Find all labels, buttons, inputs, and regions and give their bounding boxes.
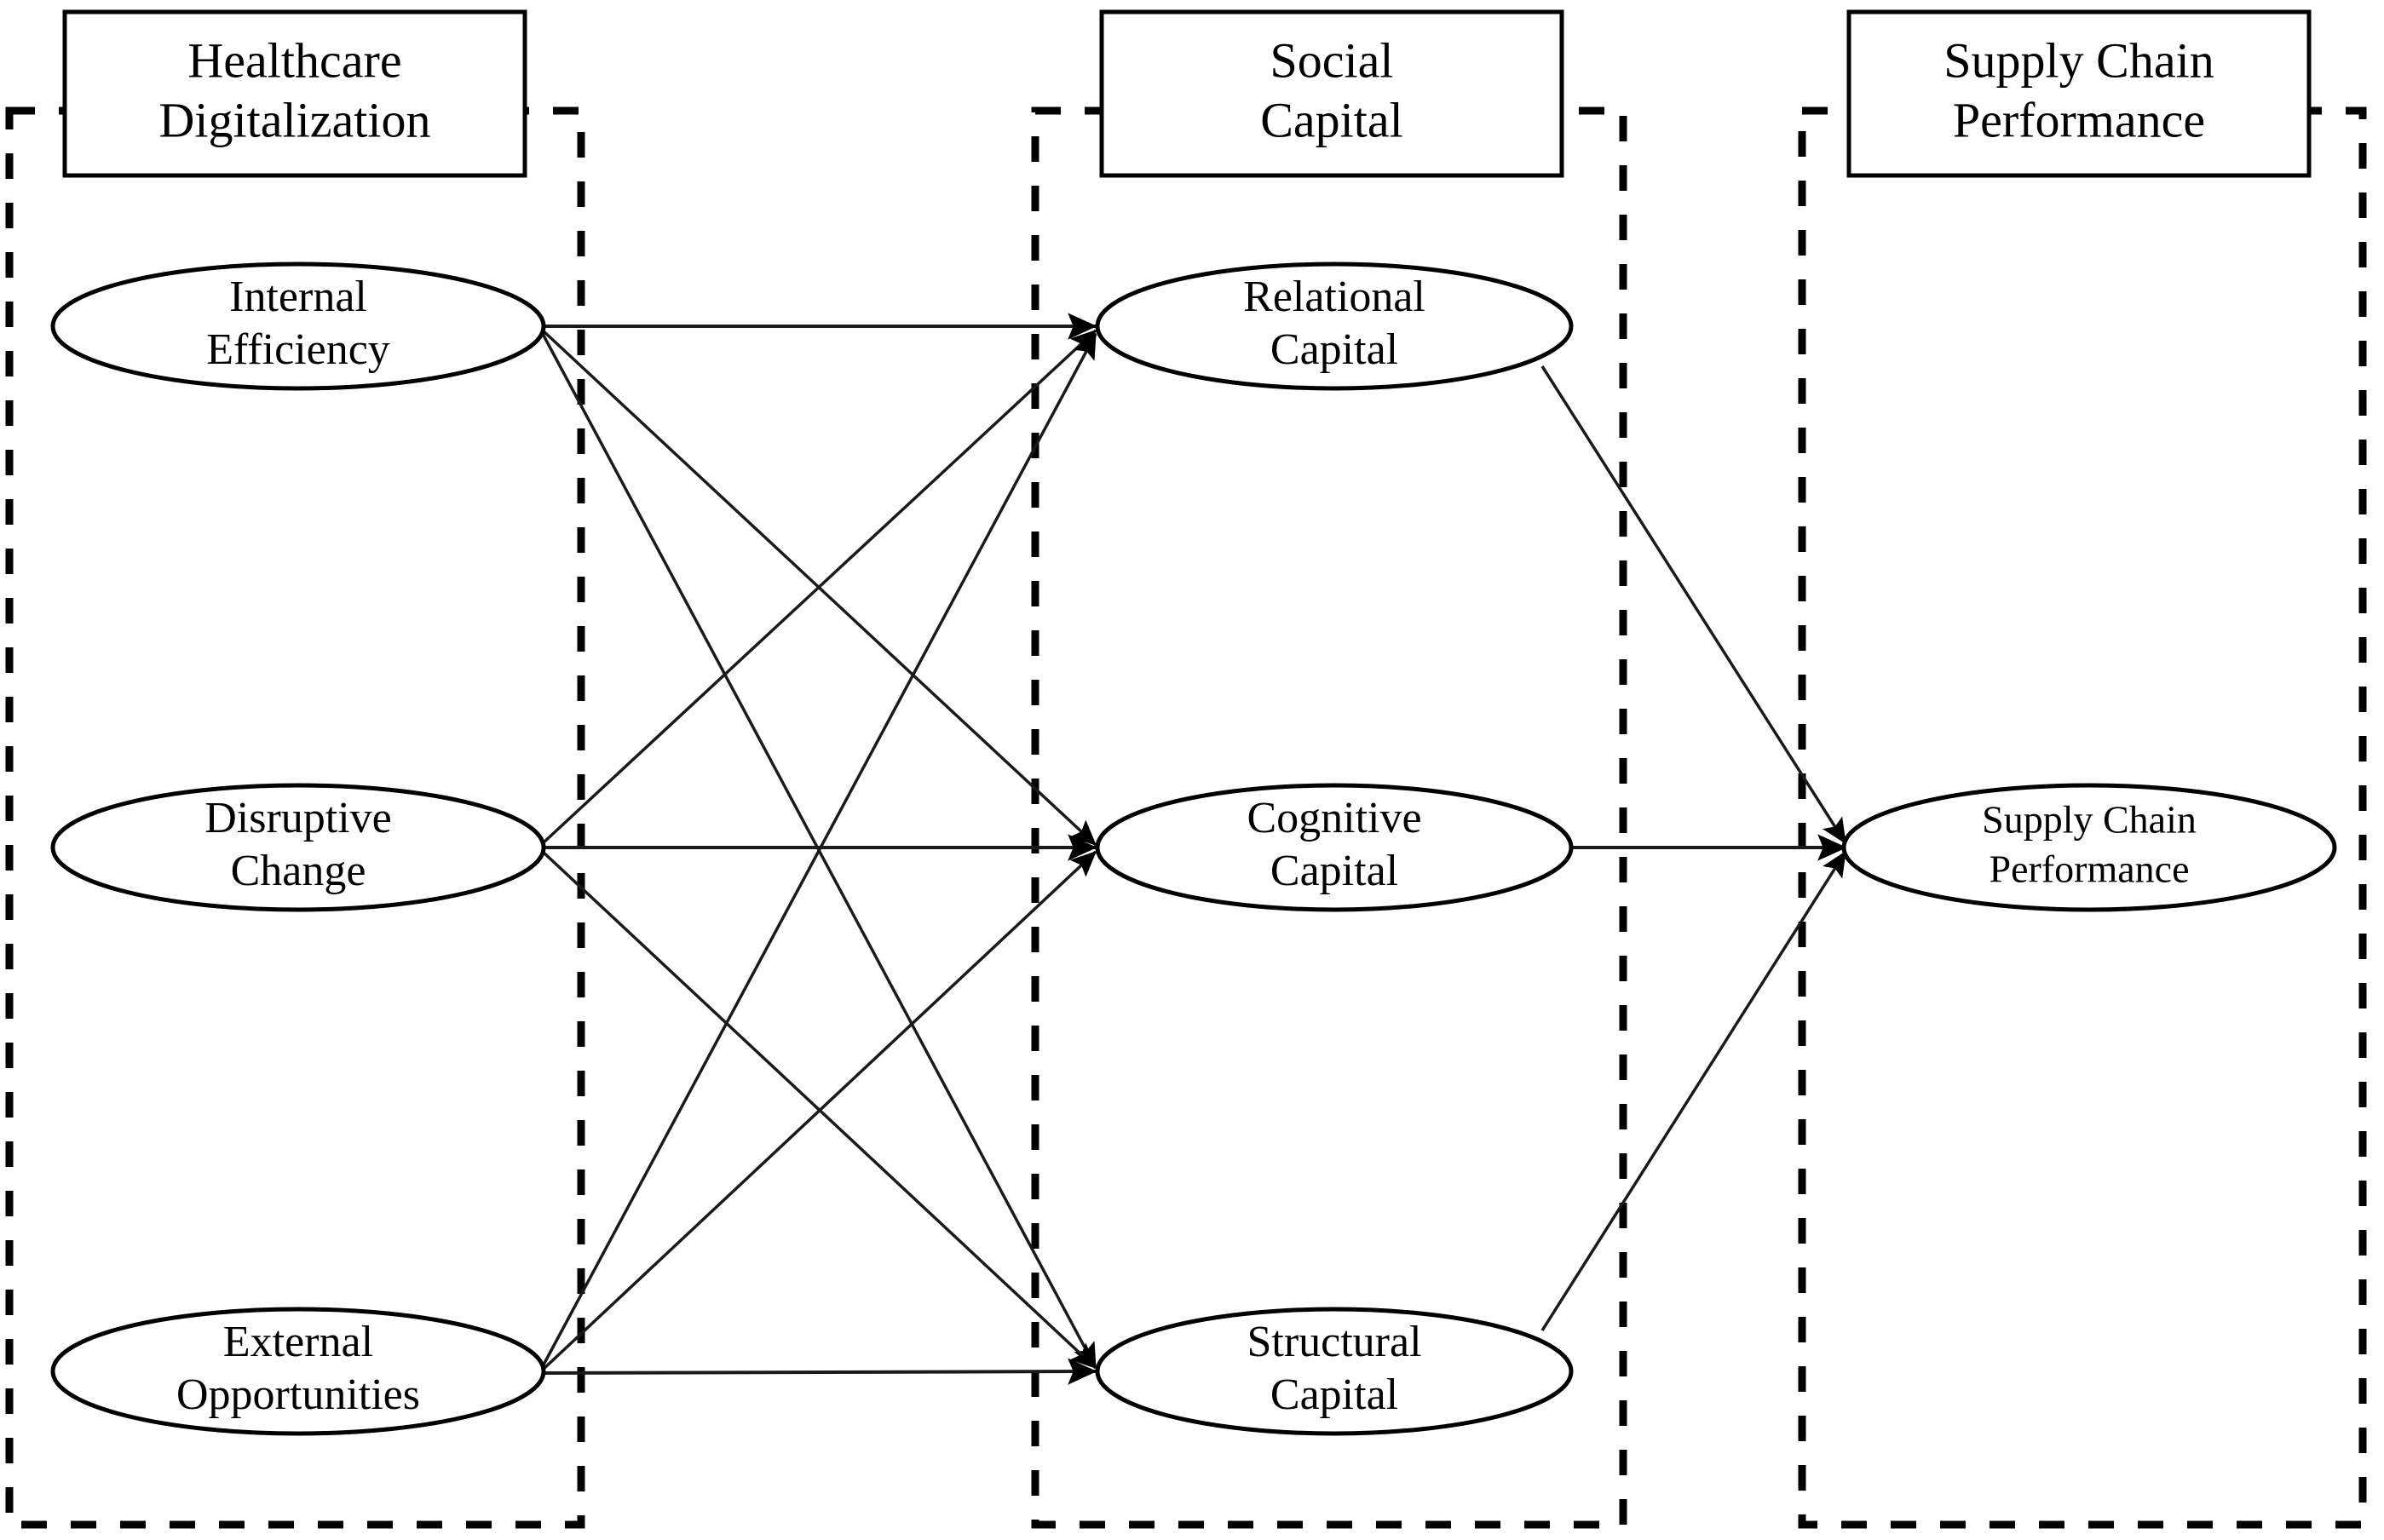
node-label-disruptive-change-line1: Disruptive <box>204 794 392 842</box>
group-header-social-capital: Social Capital <box>1099 9 1564 178</box>
node-external-opportunities[interactable]: External Opportunities <box>50 1307 546 1436</box>
node-label-supply-chain-performance-line2: Performance <box>1990 848 2190 891</box>
node-structural-capital[interactable]: Structural Capital <box>1095 1307 1574 1436</box>
header-label-social-capital-line2: Capital <box>1260 92 1403 147</box>
header-label-social-capital-line1: Social <box>1270 32 1394 88</box>
node-cognitive-capital[interactable]: Cognitive Capital <box>1095 783 1574 912</box>
node-label-internal-efficiency-line2: Efficiency <box>206 325 390 374</box>
node-label-structural-capital-line1: Structural <box>1247 1318 1421 1366</box>
header-label-healthcare-digitalization-line1: Healthcare <box>187 32 401 88</box>
group-header-supply-chain-performance: Supply Chain Performance <box>1846 9 2312 178</box>
header-box-supply-chain-performance <box>1846 9 2312 178</box>
nodes: Internal Efficiency Disruptive Change Ex… <box>50 261 2337 1436</box>
node-internal-efficiency[interactable]: Internal Efficiency <box>50 261 546 391</box>
group-header-healthcare-digitalization: Healthcare Digitalization <box>62 9 527 178</box>
header-box-healthcare-digitalization <box>62 9 527 178</box>
edge-disruptive-change-to-relational-capital <box>541 329 1097 845</box>
node-label-relational-capital-line1: Relational <box>1243 273 1425 321</box>
node-label-supply-chain-performance-line1: Supply Chain <box>1982 798 2197 842</box>
node-supply-chain-performance[interactable]: Supply Chain Performance <box>1841 783 2337 912</box>
group-frame-healthcare-digitalization <box>5 106 585 1529</box>
node-ellipse-supply-chain-performance[interactable] <box>1841 783 2337 912</box>
node-label-relational-capital-line2: Capital <box>1270 325 1398 374</box>
node-ellipse-cognitive-capital[interactable] <box>1095 783 1574 912</box>
header-label-supply-chain-performance-line2: Performance <box>1953 92 2205 147</box>
edges <box>541 313 1847 1385</box>
node-ellipse-disruptive-change[interactable] <box>50 783 546 912</box>
node-label-structural-capital-line2: Capital <box>1270 1370 1398 1419</box>
edge-external-opportunities-to-structural-capital <box>542 1358 1097 1385</box>
group-frames <box>5 106 2367 1529</box>
node-label-internal-efficiency-line1: Internal <box>229 273 367 321</box>
node-label-disruptive-change-line2: Change <box>231 847 366 895</box>
header-label-healthcare-digitalization-line2: Digitalization <box>159 92 431 147</box>
node-relational-capital[interactable]: Relational Capital <box>1095 261 1574 391</box>
node-ellipse-structural-capital[interactable] <box>1095 1307 1574 1436</box>
edge-external-opportunities-to-relational-capital <box>541 332 1097 1367</box>
node-ellipse-external-opportunities[interactable] <box>50 1307 546 1436</box>
edge-structural-capital-to-supply-chain-performance <box>1540 850 1847 1331</box>
header-box-social-capital <box>1099 9 1564 178</box>
node-label-external-opportunities-line2: Opportunities <box>176 1370 420 1419</box>
edge-relational-capital-to-supply-chain-performance <box>1540 365 1847 845</box>
header-label-supply-chain-performance-line1: Supply Chain <box>1943 32 2214 88</box>
node-disruptive-change[interactable]: Disruptive Change <box>50 783 546 912</box>
group-headers: Healthcare Digitalization Social Capital… <box>62 9 2312 178</box>
node-label-external-opportunities-line1: External <box>223 1318 373 1366</box>
group-frame-social-capital <box>1031 106 1627 1529</box>
node-label-cognitive-capital-line2: Capital <box>1270 847 1398 895</box>
node-ellipse-internal-efficiency[interactable] <box>50 261 546 391</box>
node-ellipse-relational-capital[interactable] <box>1095 261 1574 391</box>
edge-external-opportunities-to-cognitive-capital <box>541 850 1097 1371</box>
node-label-cognitive-capital-line1: Cognitive <box>1247 794 1421 842</box>
